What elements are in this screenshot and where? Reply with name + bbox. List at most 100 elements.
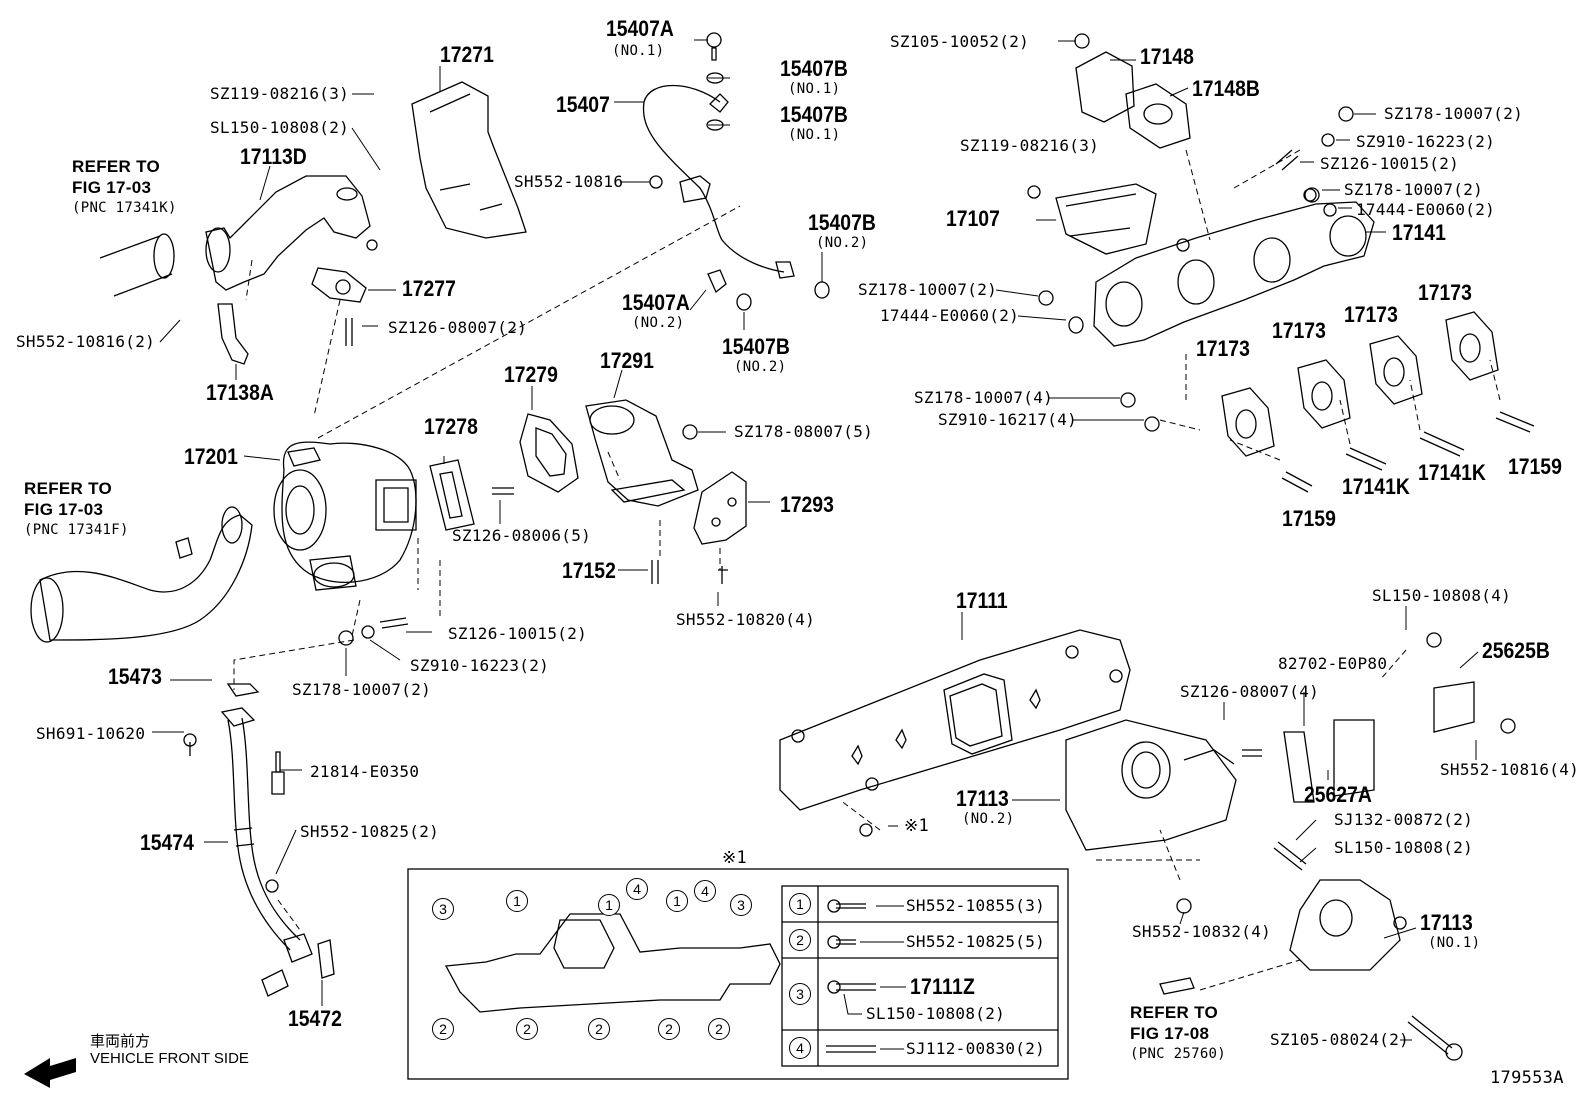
legend-box — [407, 868, 1069, 1080]
gasket-17277 — [311, 267, 367, 303]
part-sz910-16223-b: SZ910-16223(2) — [1356, 132, 1496, 151]
part-17148: 17148 — [1140, 44, 1194, 69]
part-15473: 15473 — [108, 664, 162, 689]
part-17141K-b: 17141K — [1342, 474, 1410, 499]
part-17141K-a: 17141K — [1418, 460, 1486, 485]
part-sz178-10007-d: SZ178-10007(2) — [858, 280, 998, 299]
hose-17341K — [99, 233, 175, 297]
callout: 2 — [432, 1018, 454, 1040]
part-sl150-10808-a: SL150-10808(2) — [210, 118, 350, 137]
part-sh552-10825: SH552-10825(2) — [300, 822, 440, 841]
part-15407B-4: 15407B — [722, 334, 790, 359]
part-17277: 17277 — [402, 276, 456, 301]
part-15407B-1: 15407B — [780, 56, 848, 81]
part-sl150-10808-b: SL150-10808(4) — [1372, 586, 1512, 605]
part-15472: 15472 — [288, 1006, 342, 1031]
callout: 4 — [694, 880, 716, 902]
part-sz178-10007-a: SZ178-10007(2) — [292, 680, 432, 699]
part-15474: 15474 — [140, 830, 194, 855]
part-17173-b: 17173 — [1344, 302, 1398, 327]
part-17201: 17201 — [184, 444, 238, 469]
part-sz126-10015-b: SZ126-10015(2) — [1320, 154, 1460, 173]
legend-part-3b: SL150-10808(2) — [866, 1004, 1006, 1023]
part-17107: 17107 — [946, 206, 1000, 231]
intake-hose-17341F — [30, 506, 253, 643]
part-sz119-08216-b: SZ119-08216(3) — [960, 136, 1100, 155]
part-15407B-4-sub: (NO.2) — [734, 359, 787, 375]
fasteners-mid — [338, 424, 728, 646]
heat-insulator-17107 — [1027, 183, 1157, 255]
bracket-17293 — [693, 471, 747, 545]
callout: 2 — [516, 1018, 538, 1040]
part-15407B-2-sub: (NO.1) — [788, 127, 841, 143]
part-sz178-10007-b: SZ178-10007(2) — [1384, 104, 1524, 123]
part-15407: 15407 — [556, 92, 610, 117]
callout: 2 — [658, 1018, 680, 1040]
part-sz126-08006: SZ126-08006(5) — [452, 526, 592, 545]
front-label-en: VEHICLE FRONT SIDE — [90, 1050, 249, 1067]
part-17152: 17152 — [562, 558, 616, 583]
part-sz910-16223-a: SZ910-16223(2) — [410, 656, 550, 675]
leader-lines — [152, 39, 1479, 1041]
part-21814-e0350: 21814-E0350 — [310, 762, 420, 781]
fasteners-manifold — [1038, 106, 1354, 432]
oil-return-pipe-15474 — [183, 683, 335, 997]
part-sh552-10820: SH552-10820(4) — [676, 610, 816, 629]
part-sz178-10007-c: SZ178-10007(2) — [1344, 180, 1484, 199]
part-sh552-10816-b: SH552-10816(2) — [16, 332, 156, 351]
legend-num-4: 4 — [789, 1037, 811, 1059]
part-15407B-1-sub: (NO.1) — [788, 81, 841, 97]
part-sh552-10832: SH552-10832(4) — [1132, 922, 1272, 941]
stud-sz126-a — [345, 318, 353, 346]
part-sh691-10620: SH691-10620 — [36, 724, 146, 743]
part-17148B: 17148B — [1192, 76, 1260, 101]
part-sz178-08007: SZ178-08007(5) — [734, 422, 874, 441]
gasket-17279 — [519, 413, 579, 493]
part-17159-b: 17159 — [1282, 506, 1336, 531]
part-17173-c: 17173 — [1272, 318, 1326, 343]
callout: 1 — [506, 890, 528, 912]
gasket-17278 — [429, 459, 475, 531]
part-17113-no2-sub: (NO.2) — [962, 811, 1015, 827]
part-sh552-10816: SH552-10816 — [514, 172, 624, 191]
bracket-17138A — [217, 303, 249, 365]
part-15407A-2: 15407A — [622, 290, 690, 315]
vehicle-front-arrow-icon — [24, 1058, 76, 1088]
part-15407A: 15407A — [606, 16, 674, 41]
part-17113-no1: 17113 — [1420, 910, 1473, 935]
part-82702-e0p80: 82702-E0P80 — [1278, 654, 1388, 673]
figure-id: 179553A — [1490, 1068, 1564, 1088]
part-sj132-00872: SJ132-00872(2) — [1334, 810, 1474, 829]
part-sz126-08007-a: SZ126-08007(2) — [388, 318, 528, 337]
legend-num-3: 3 — [789, 983, 811, 1005]
part-17113-no2: 17113 — [956, 786, 1009, 811]
front-label-jp: 車両前方 — [90, 1033, 151, 1050]
part-17293: 17293 — [780, 492, 834, 517]
part-sh552-10816-c: SH552-10816(4) — [1440, 760, 1580, 779]
part-17444-e0060-a: 17444-E0060(2) — [1356, 200, 1496, 219]
intake-pipe-17113D — [205, 175, 378, 291]
legend-part-3: 17111Z — [910, 974, 976, 999]
intake-manifold-17111 — [779, 629, 1131, 811]
dashed-reference-lines — [233, 149, 1501, 991]
part-sz910-16217: SZ910-16217(4) — [938, 410, 1078, 429]
legend-title: ※1 — [722, 848, 748, 868]
callout: 1 — [666, 890, 688, 912]
part-15407B-3: 15407B — [808, 210, 876, 235]
callout: 3 — [730, 894, 752, 916]
callout: 2 — [588, 1018, 610, 1040]
part-25625B: 25625B — [1482, 638, 1550, 663]
part-17159-a: 17159 — [1508, 454, 1562, 479]
elbow-17291 — [585, 399, 699, 507]
part-17113D: 17113D — [240, 144, 307, 169]
part-17111: 17111 — [956, 588, 1008, 613]
part-sl150-10808-c: SL150-10808(2) — [1334, 838, 1474, 857]
part-sz126-10015-a: SZ126-10015(2) — [448, 624, 588, 643]
legend-num-1: 1 — [789, 893, 811, 915]
part-17141: 17141 — [1392, 220, 1446, 245]
legend-part-4: SJ112-00830(2) — [906, 1039, 1046, 1058]
part-sz119-08216-a: SZ119-08216(3) — [210, 84, 350, 103]
part-17444-e0060-b: 17444-E0060(2) — [880, 306, 1020, 325]
ref-note-fig1703-k: REFER TO FIG 17-03 (PNC 17341K) — [72, 157, 177, 216]
